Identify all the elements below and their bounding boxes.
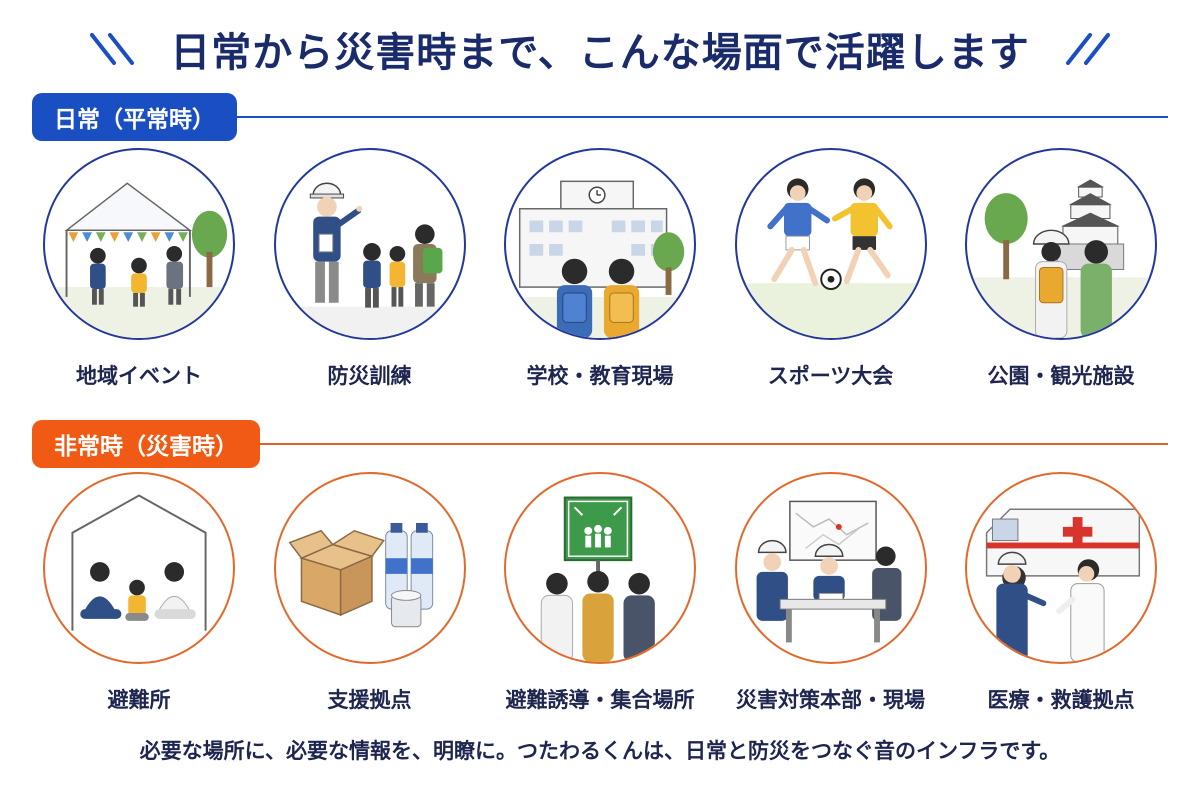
scene-label-medical: 医療・救護拠点	[987, 688, 1135, 712]
scene-card-event: 地域イベント	[28, 148, 250, 390]
title-row: 日常から災害時まで、こんな場面で活躍します	[0, 14, 1200, 84]
section-header-emergency: 非常時（災害時）	[32, 420, 1168, 468]
ambulance-icon	[985, 508, 1141, 662]
scene-card-assembly: 避難誘導・集合場所	[489, 472, 711, 714]
scene-illustration-drill	[273, 148, 466, 340]
event-tent-icon	[45, 182, 233, 338]
section-divider-emergency	[260, 443, 1168, 445]
drill-instructor-icon	[275, 182, 464, 338]
shelter-icon	[71, 494, 207, 631]
scene-label-school: 学校・教育現場	[526, 364, 674, 388]
page-title: 日常から災害時まで、こんな場面で活躍します	[170, 30, 1030, 76]
assembly-point-icon	[540, 496, 655, 662]
scene-card-command: 災害対策本部・現場	[720, 472, 942, 714]
section-label-emergency: 非常時（災害時）	[32, 420, 260, 468]
scene-illustration-school	[504, 148, 696, 340]
school-icon	[506, 180, 694, 338]
section-divider-normal	[237, 116, 1168, 118]
scene-label-sports: スポーツ大会	[767, 364, 894, 388]
section-header-normal: 日常（平常時）	[32, 93, 1168, 141]
scene-label-drill: 防災訓練	[327, 364, 412, 388]
scene-illustration-park	[965, 148, 1157, 340]
left-slash-decoration	[90, 33, 135, 65]
scene-label-command: 災害対策本部・現場	[736, 688, 925, 712]
footer-message: 必要な場所に、必要な情報を、明瞭に。つたわるくんは、日常と防災をつなぐ音のインフ…	[139, 739, 1061, 763]
scene-illustration-supplies	[273, 472, 466, 664]
right-slash-decoration	[1065, 33, 1110, 65]
scene-label-supplies: 支援拠点	[327, 688, 412, 712]
scene-illustration-command	[734, 472, 927, 664]
supplies-icon	[288, 522, 433, 628]
scene-card-drill: 防災訓練	[259, 148, 481, 390]
scene-illustration-assembly	[504, 472, 696, 664]
scene-label-park: 公園・観光施設	[987, 364, 1135, 388]
scene-card-park: 公園・観光施設	[950, 148, 1172, 390]
scene-card-supplies: 支援拠点	[259, 472, 481, 714]
scene-card-school: 学校・教育現場	[489, 148, 711, 390]
normal-scene-row: 地域イベント	[28, 148, 1172, 390]
scene-label-shelter: 避難所	[107, 688, 171, 712]
scene-label-assembly: 避難誘導・集合場所	[505, 688, 695, 712]
scene-card-shelter: 避難所	[28, 472, 250, 714]
scene-illustration-sports	[734, 148, 927, 340]
scene-illustration-event	[43, 148, 235, 340]
park-castle-icon	[967, 179, 1155, 338]
scene-card-medical: 医療・救護拠点	[950, 472, 1172, 714]
command-center-icon	[756, 500, 901, 643]
emergency-scene-row: 避難所 支援拠点	[28, 472, 1172, 714]
scene-illustration-medical	[965, 472, 1157, 664]
scene-card-sports: スポーツ大会	[720, 148, 942, 390]
scene-label-event: 地域イベント	[76, 364, 202, 388]
soccer-icon	[736, 178, 925, 338]
section-label-normal: 日常（平常時）	[32, 93, 237, 141]
scene-illustration-shelter	[43, 472, 235, 664]
